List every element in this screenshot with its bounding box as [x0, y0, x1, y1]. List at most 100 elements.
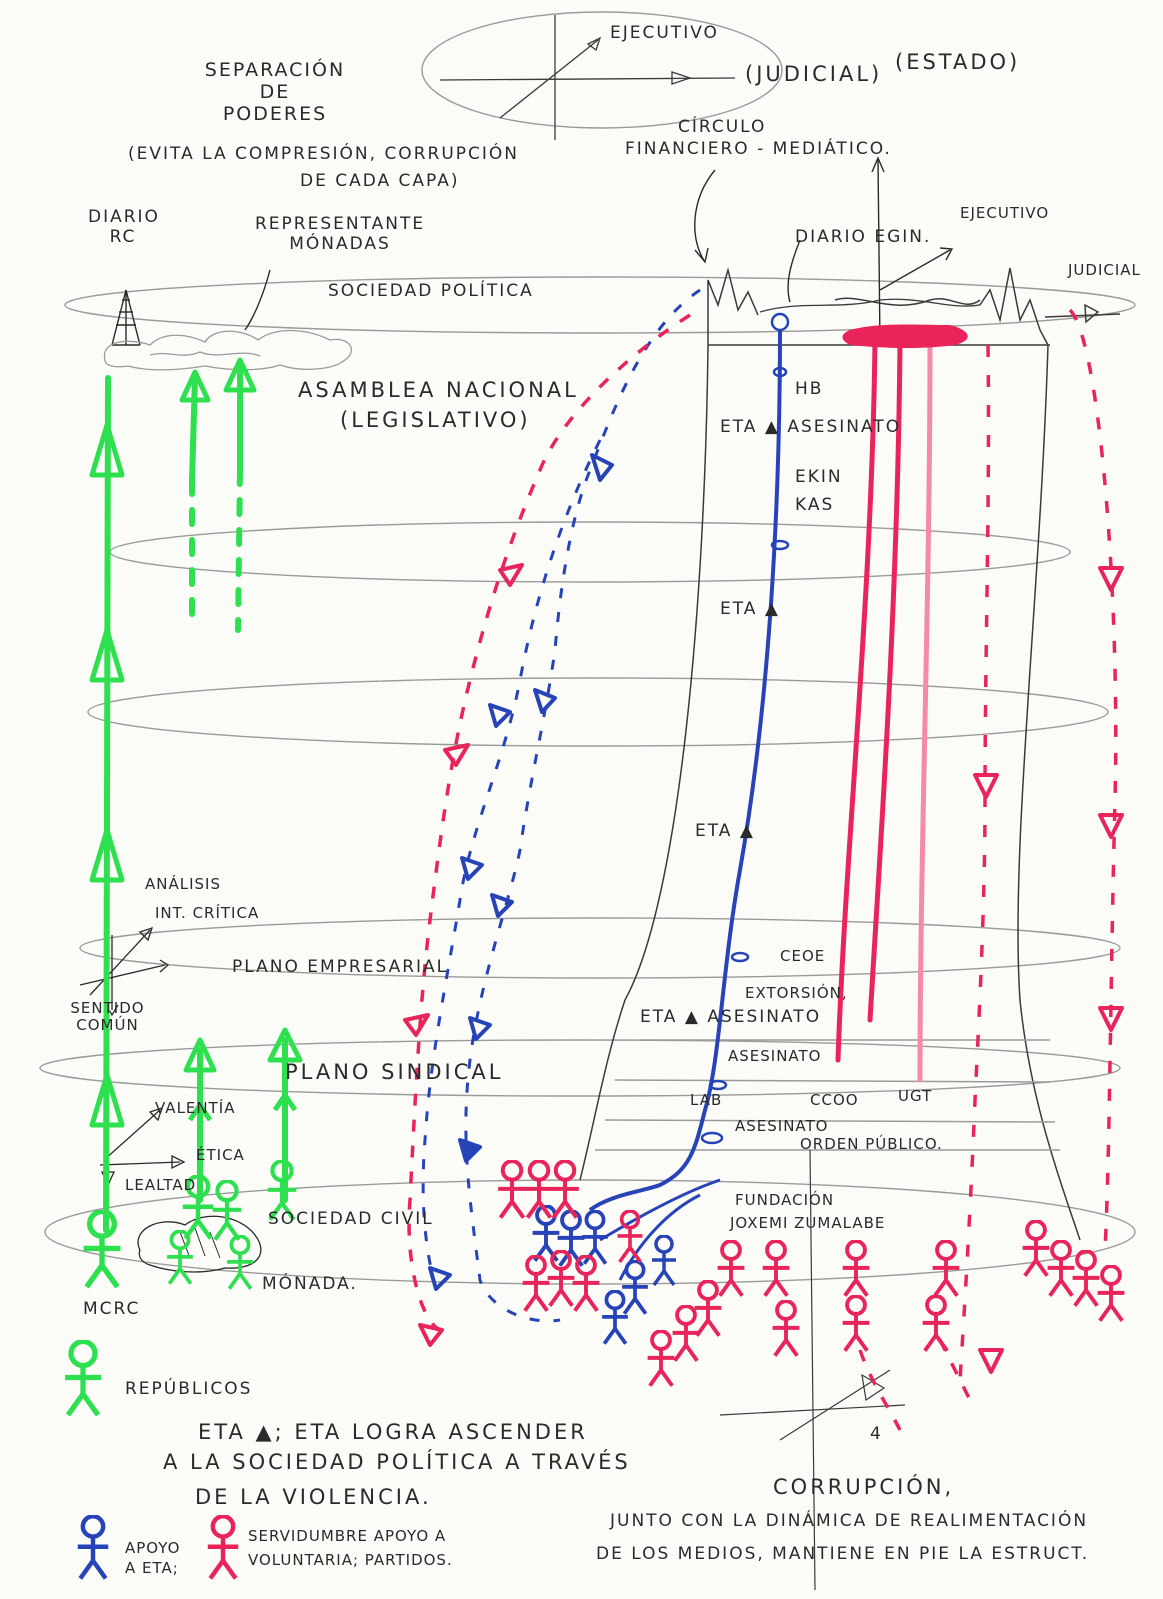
label-asamblea-2: (LEGISLATIVO): [340, 408, 531, 432]
label-analisis: ANÁLISIS: [145, 875, 221, 893]
blue-dashed-loop-2: [421, 439, 602, 1301]
label-circulo-1: CÍRCULO: [678, 117, 767, 137]
label-monada: MÓNADA.: [262, 1274, 358, 1294]
tower-crown-left: [707, 267, 759, 345]
separacion-line-2: DE: [259, 80, 291, 103]
red-crown-blob: [842, 324, 968, 349]
blue-eta-line: [588, 329, 782, 1212]
blue-lines: [421, 288, 782, 1323]
label-extorsion: EXTORSIÓN,: [745, 984, 848, 1002]
label-ccoo: CCOO: [810, 1091, 859, 1109]
label-ejecutivo-right: EJECUTIVO: [960, 204, 1050, 222]
red-column-3: [917, 337, 933, 1083]
estado-ellipse: [421, 11, 783, 129]
label-valentia: VALENTÍA: [155, 1099, 236, 1117]
green-lines: [103, 362, 288, 1233]
label-circulo-2: FINANCIERO - MEDIÁTICO.: [625, 139, 892, 159]
bottom-axes: [719, 1149, 906, 1591]
label-junto-2: DE LOS MEDIOS, MANTIENE EN PIE LA ESTRUC…: [596, 1544, 1090, 1564]
label-eta-logra-1: ETA ▲; ETA LOGRA ASCENDER: [198, 1420, 588, 1444]
tower-left-wall: [579, 344, 709, 1181]
label-plano-sindical: PLANO SINDICAL: [285, 1060, 504, 1084]
separacion-note-2: DE CADA CAPA): [300, 171, 460, 191]
plane-ellipse-sindical: [39, 1039, 1121, 1097]
label-four: 4: [870, 1424, 883, 1444]
legend-red-line-2: VOLUNTARIA; PARTIDOS.: [248, 1551, 453, 1569]
mcrc-person: [84, 1212, 121, 1287]
label-lab: LAB: [690, 1091, 723, 1109]
label-ugt: UGT: [898, 1087, 933, 1105]
label-eta-logra-3: DE LA VIOLENCIA.: [195, 1485, 432, 1509]
republicos-person-legend: [65, 1342, 101, 1416]
legend-red-line-1: SERVIDUMBRE APOYO A: [248, 1527, 447, 1545]
label-corrupcion: CORRUPCIÓN,: [773, 1475, 955, 1499]
plane-ellipses: [39, 11, 1136, 1285]
red-dashed-inner: [958, 344, 991, 1381]
label-sociedad-politica: SOCIEDAD POLÍTICA: [328, 281, 534, 301]
red-dashed-right: [1068, 308, 1118, 1251]
label-judicial-top: (JUDICIAL): [745, 62, 883, 86]
label-asamblea-1: ASAMBLEA NACIONAL: [298, 378, 579, 402]
tower-crown-right: [979, 267, 1049, 346]
red-dashed-loop: [407, 313, 691, 1332]
label-diario-rc-1: DIARIO: [88, 207, 160, 227]
plane-ellipse-empresarial: [79, 917, 1121, 979]
label-hb: HB: [795, 379, 824, 399]
green-main-line: [103, 375, 111, 1233]
blue-person-legend: [78, 1516, 108, 1578]
label-int-critica: INT. CRÍTICA: [155, 904, 260, 922]
green-line-3-dashed: [235, 467, 243, 633]
blue-nodes: [700, 312, 790, 1145]
pointer-arrows: [244, 156, 954, 346]
label-mcrc: MCRC: [83, 1299, 141, 1319]
estado-axes: [439, 15, 736, 140]
label-sentido: SENTIDO: [70, 999, 145, 1017]
label-fundacion-2: JOXEMI ZUMALABE: [730, 1214, 886, 1232]
label-diario-egin: DIARIO EGIN.: [795, 227, 932, 247]
label-kas: KAS: [795, 495, 835, 515]
label-junto-1: JUNTO CON LA DINÁMICA DE REALIMENTACIÓN: [610, 1511, 1089, 1531]
diario-rc-tower: [111, 289, 141, 346]
label-estado: (ESTADO): [895, 50, 1021, 74]
virtues-axes: [79, 926, 186, 1195]
label-lealtad: LEALTAD: [125, 1176, 197, 1194]
red-lines: [407, 308, 1118, 1431]
plane-ellipse-politica: [64, 276, 1136, 334]
red-person-legend: [208, 1516, 238, 1578]
separacion-title: SEPARACIÓN DE PODERES: [200, 59, 350, 126]
label-representante-1: REPRESENTANTE: [255, 214, 426, 234]
separacion-note-1: (EVITA LA COMPRESIÓN, CORRUPCIÓN: [128, 144, 519, 164]
label-eta-logra-2: A LA SOCIEDAD POLÍTICA A TRAVÉS: [163, 1450, 631, 1474]
label-representante: REPRESENTANTE MÓNADAS: [255, 214, 426, 254]
label-sociedad-civil: SOCIEDAD CIVIL: [268, 1209, 434, 1229]
separacion-line-3: PODERES: [222, 102, 328, 125]
tower: [579, 267, 1121, 1241]
label-representante-2: MÓNADAS: [289, 233, 391, 254]
label-diario-rc: DIARIO RC: [88, 207, 160, 247]
label-eta-2: ETA ▲: [720, 599, 780, 619]
red-column-2: [867, 337, 903, 1023]
label-republicos: REPÚBLICOS: [125, 1379, 253, 1399]
label-asesinato-orden-1: ASESINATO: [735, 1117, 829, 1135]
label-sentido-comun: SENTIDO COMÚN: [65, 999, 150, 1035]
tower-right-wall: [1017, 344, 1081, 1241]
green-line-2: [189, 375, 198, 483]
asamblea-cloud: [103, 329, 353, 371]
label-ejecutivo-top: EJECUTIVO: [610, 23, 719, 43]
label-ceoe: CEOE: [780, 947, 826, 965]
red-columns: [835, 337, 933, 1083]
label-eta-asesinato: ETA ▲ ASESINATO: [720, 417, 902, 437]
label-fundacion-1: FUNDACIÓN: [735, 1191, 835, 1209]
separacion-line-1: SEPARACIÓN: [204, 59, 346, 81]
label-asesinato: ASESINATO: [728, 1047, 822, 1065]
monada-cloud: [137, 1215, 262, 1273]
blue-arrowheads: [428, 453, 614, 1291]
label-eta-asesinato-2: ETA ▲ ASESINATO: [640, 1007, 822, 1027]
plane-ellipse-2: [87, 677, 1109, 747]
red-column-1: [835, 337, 878, 1063]
label-etica: ÉTICA: [196, 1146, 245, 1164]
red-arrowheads: [403, 563, 1124, 1374]
label-plano-empresarial: PLANO EMPRESARIAL: [232, 957, 449, 977]
